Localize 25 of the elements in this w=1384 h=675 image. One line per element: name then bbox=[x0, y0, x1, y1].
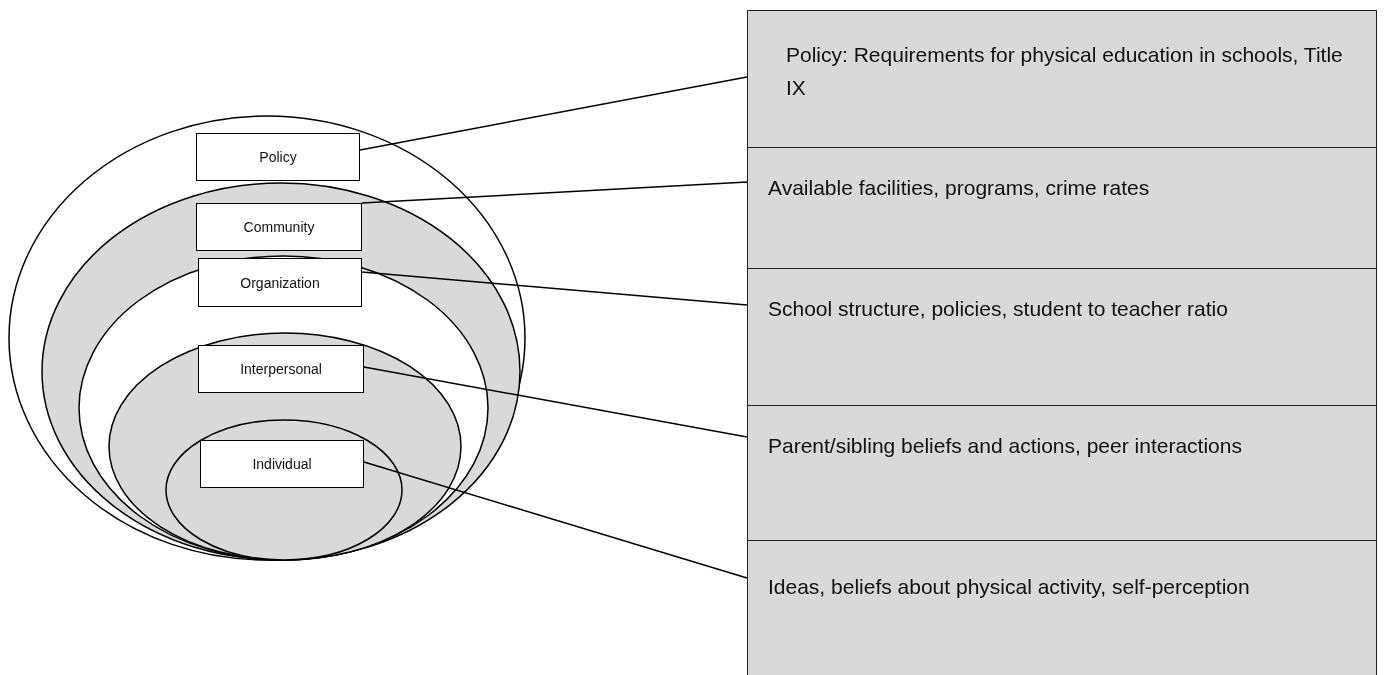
level-label-box bbox=[198, 345, 364, 393]
connector-line bbox=[363, 461, 748, 579]
description-panel bbox=[747, 268, 1377, 406]
label-text: Organization bbox=[240, 274, 320, 291]
label-text: Available facilities, programs, crime rates bbox=[768, 176, 1150, 199]
label-text: Individual bbox=[252, 456, 312, 472]
label-text: Policy bbox=[259, 149, 297, 165]
label-text: Community bbox=[243, 219, 315, 235]
description-panel bbox=[747, 540, 1377, 675]
level-label-box bbox=[198, 258, 362, 307]
connector-line bbox=[361, 271, 748, 306]
label-text: Ideas, beliefs about physical activity, self-perception bbox=[768, 575, 1250, 598]
label-text: Parent/sibling beliefs and actions, peer interactions bbox=[768, 434, 1242, 457]
description-panel bbox=[747, 10, 1377, 148]
connector-line bbox=[361, 181, 748, 204]
connector-line bbox=[359, 76, 748, 151]
level-label-box bbox=[196, 203, 362, 251]
level-label-box bbox=[196, 133, 360, 181]
description-panel bbox=[747, 147, 1377, 269]
description-panel bbox=[747, 405, 1377, 541]
label-text: School structure, policies, student to teacher ratio bbox=[768, 297, 1228, 320]
label-text: Policy: Requirements for physical education in schools, Title IX bbox=[786, 43, 1343, 99]
connector-line bbox=[363, 366, 748, 438]
label-text: Interpersonal bbox=[240, 361, 322, 377]
level-label-box bbox=[200, 440, 364, 488]
